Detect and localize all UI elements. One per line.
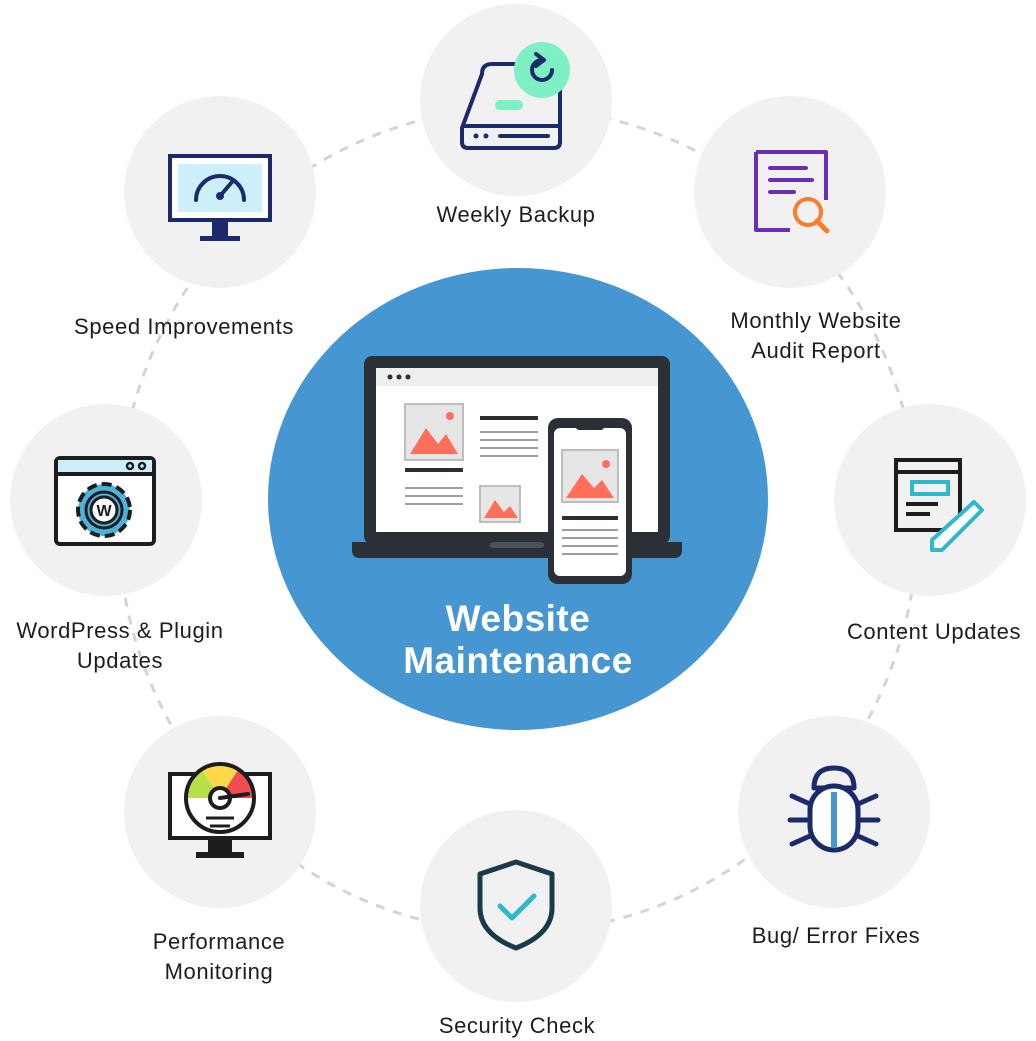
document-edit-icon xyxy=(894,458,984,552)
content-updates-label: Content Updates xyxy=(846,619,1022,644)
hub-title-line-1: Website xyxy=(445,598,591,639)
laptop-phone-icon xyxy=(352,356,682,584)
audit-report-node[interactable] xyxy=(694,96,886,288)
website-maintenance-hub: Website Maintenance xyxy=(268,268,768,730)
speed-improvements-node[interactable] xyxy=(124,96,316,288)
hard-drive-backup-icon xyxy=(460,42,570,150)
bug-icon xyxy=(787,765,881,853)
content-updates-node[interactable] xyxy=(834,404,1026,596)
hub-title-line-2: Maintenance xyxy=(403,640,633,681)
security-check-label: Security Check xyxy=(438,1013,596,1038)
performance-monitoring-node[interactable] xyxy=(124,716,316,908)
performance-monitor-icon xyxy=(168,762,272,858)
weekly-backup-label: Weekly Backup xyxy=(436,202,596,227)
wordpress-updates-node[interactable]: W xyxy=(10,404,202,596)
security-check-node[interactable] xyxy=(420,810,612,1002)
wordpress-gear-icon: W xyxy=(54,456,156,546)
speedometer-monitor-icon xyxy=(168,154,272,241)
bug-fixes-label: Bug/ Error Fixes xyxy=(751,923,921,948)
document-search-icon xyxy=(754,150,830,234)
shield-check-icon xyxy=(477,859,555,951)
speed-improvements-label: Speed Improvements xyxy=(74,314,294,339)
svg-text:W: W xyxy=(96,503,112,520)
bug-fixes-node[interactable] xyxy=(738,716,930,908)
weekly-backup-node[interactable] xyxy=(420,4,612,196)
